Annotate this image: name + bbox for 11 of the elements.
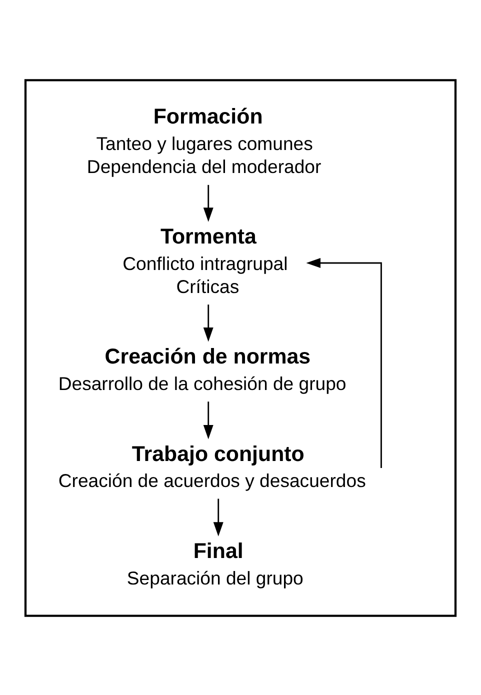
cluster bbox=[24, 78, 457, 616]
arrow bbox=[306, 258, 382, 468]
node-text: Final Separación del grupo bbox=[126, 538, 304, 588]
node-text: Creación de normas Desarrollo de la cohesión de grupo bbox=[58, 344, 346, 394]
arrow bbox=[203, 184, 214, 222]
arrow bbox=[203, 304, 214, 342]
node-text: Formación Tanteo y lugares comunes Dependencia del moderador bbox=[86, 104, 322, 176]
arrow bbox=[203, 401, 214, 439]
node-text: Trabajo conjunto Creación de acuerdos y desacuerdos bbox=[58, 441, 366, 491]
arrow bbox=[213, 498, 224, 536]
node-text: Tormenta Conflicto intragrupal Críticas bbox=[122, 224, 288, 296]
